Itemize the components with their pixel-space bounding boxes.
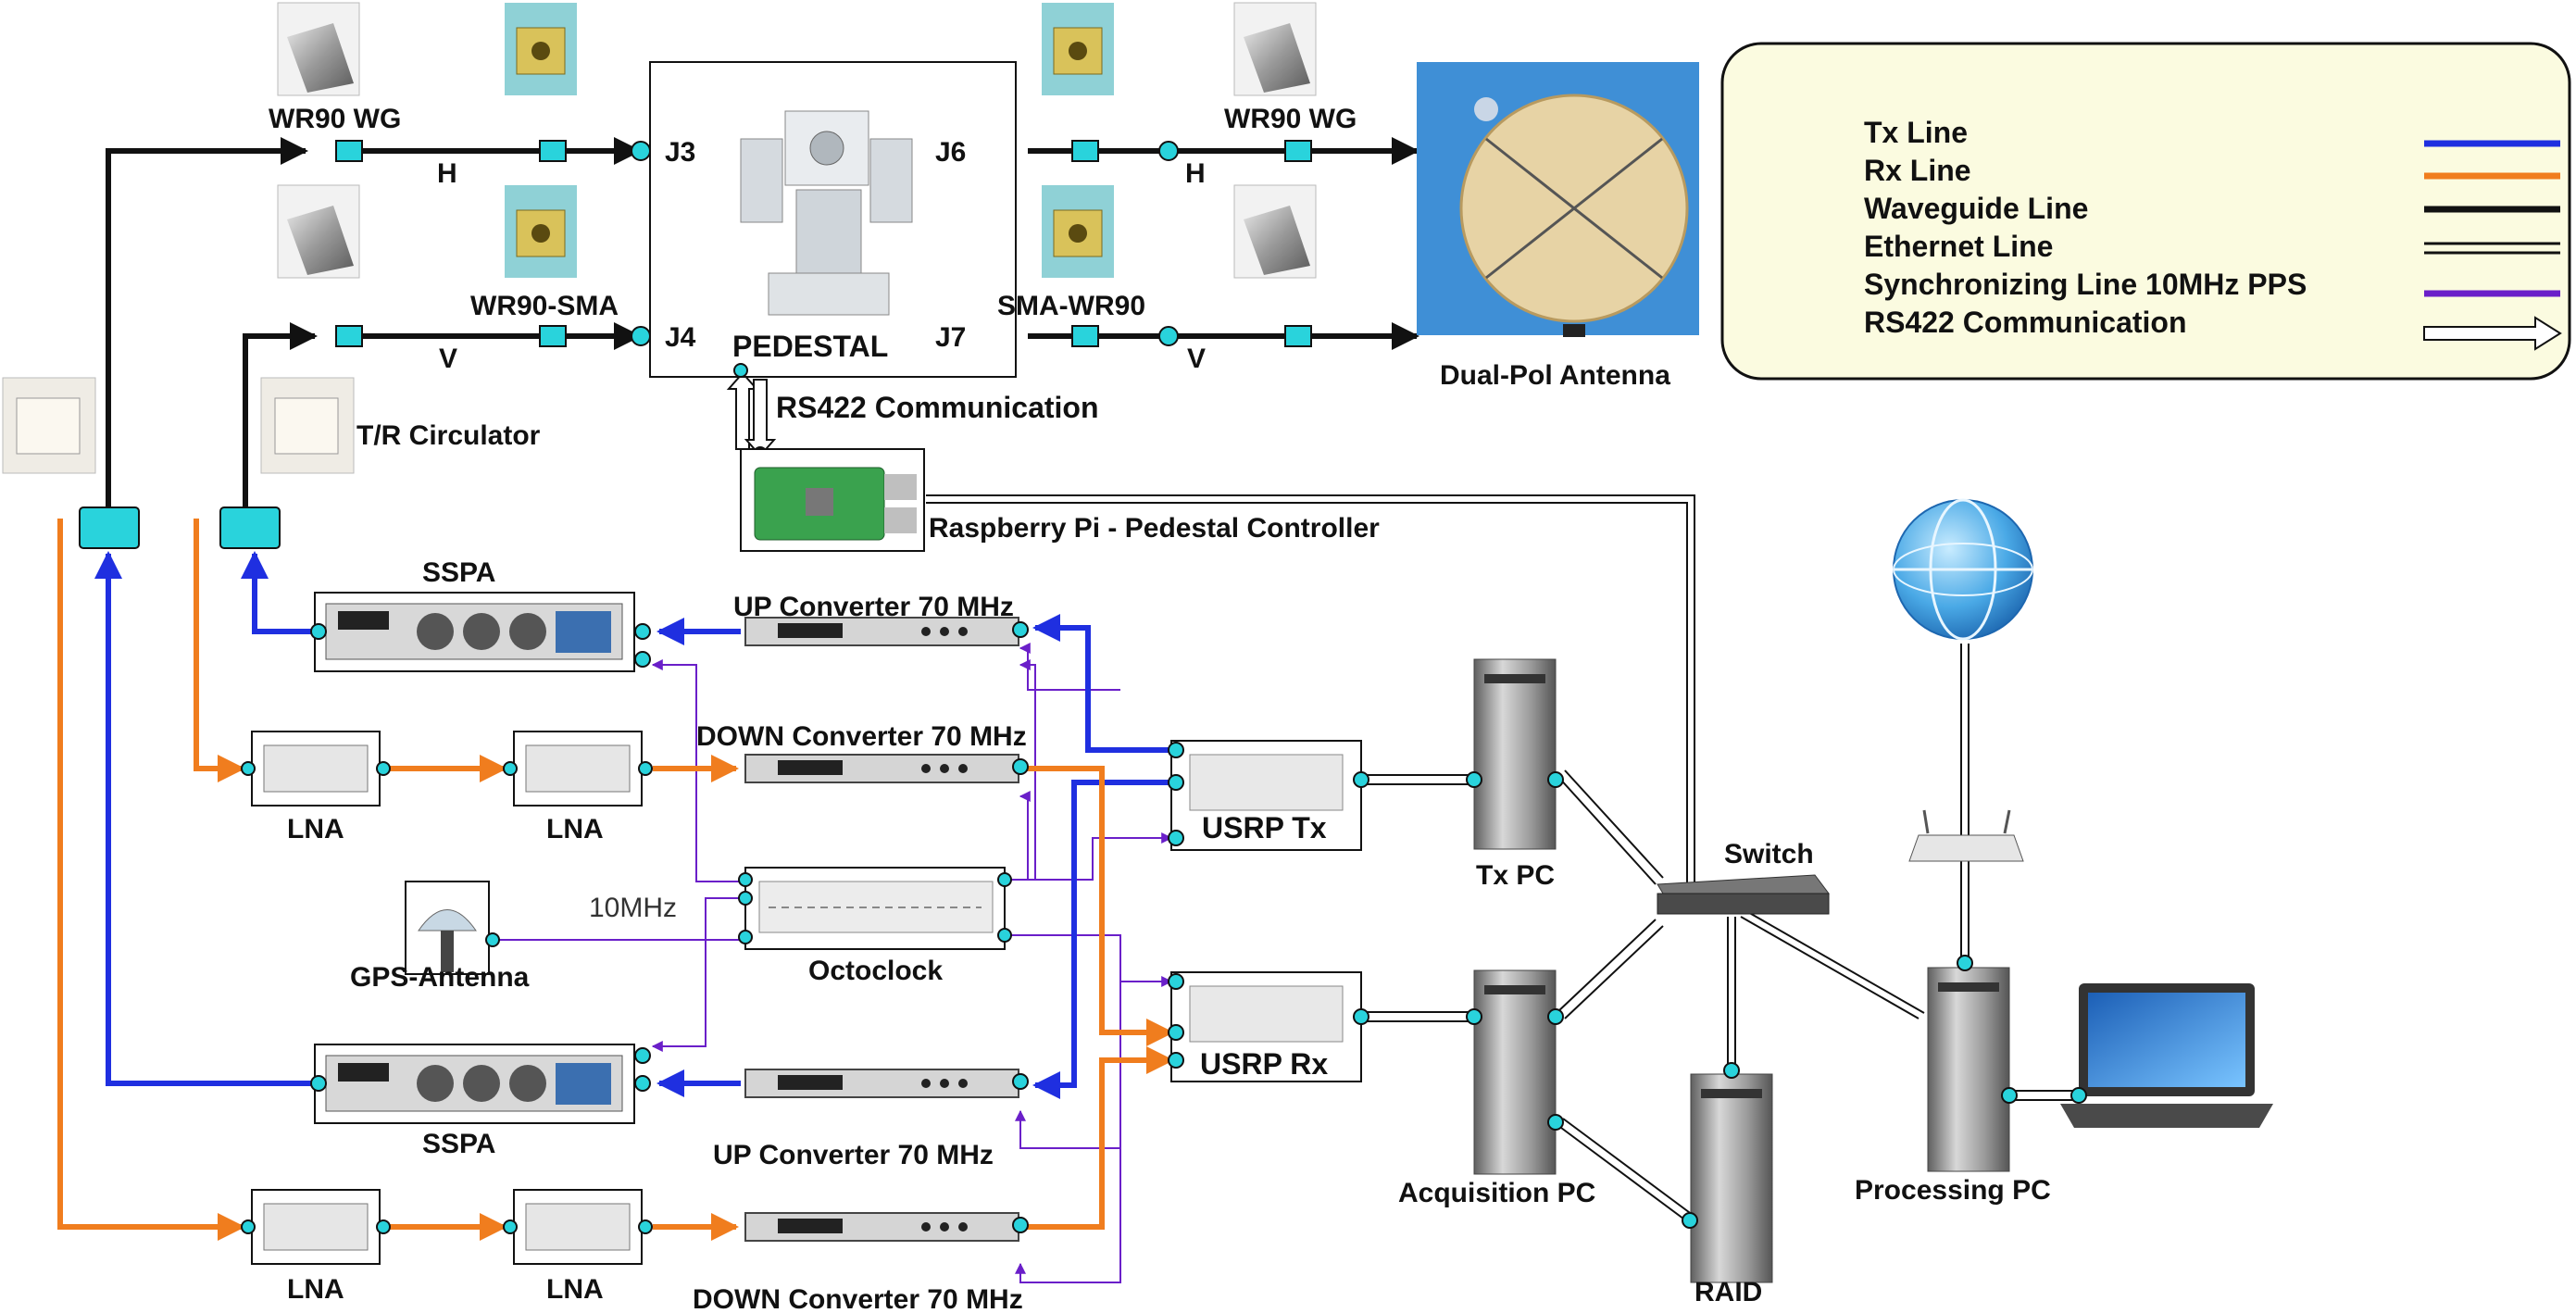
label-v-right: V	[1187, 344, 1206, 374]
label-rs422: RS422 Communication	[776, 391, 1099, 424]
network-switch	[1657, 874, 1830, 915]
label-raid: RAID	[1694, 1277, 1762, 1307]
label-switch: Switch	[1724, 839, 1814, 869]
sync-lines	[498, 643, 1173, 1283]
label-octoclock: Octoclock	[808, 956, 943, 986]
diagram-labels: WR90 WG WR90 WG WR90-SMA SMA-WR90 H H V …	[269, 104, 2051, 1313]
gps-antenna	[405, 881, 490, 975]
label-gps-antenna: GPS-Antenna	[350, 962, 530, 993]
legend-swatch-ethernet	[2424, 242, 2560, 255]
waveguide-couplers	[79, 140, 1312, 549]
octoclock	[744, 867, 1006, 950]
label-down-converter-bottom: DOWN Converter 70 MHz	[693, 1284, 1023, 1313]
label-sma-wr90: SMA-WR90	[997, 291, 1145, 321]
down-converter-top	[744, 754, 1019, 783]
label-lna-3: LNA	[287, 1274, 344, 1305]
ethernet-lines	[926, 494, 2079, 1228]
usrp-tx	[1170, 740, 1362, 851]
label-h-right: H	[1185, 158, 1206, 189]
label-j6: J6	[935, 137, 966, 168]
legend-label-sync: Synchronizing Line 10MHz PPS	[1864, 268, 2307, 301]
legend: Tx Line Rx Line Waveguide Line Ethernet …	[1720, 42, 2571, 381]
legend-label-tx: Tx Line	[1864, 116, 1968, 149]
rx-lines	[57, 519, 1174, 1241]
tr-circulator-photo	[2, 377, 355, 474]
pedestal	[649, 61, 1017, 378]
wr90-sma-adapter-photo	[505, 3, 1114, 278]
label-h-left: H	[437, 158, 457, 189]
label-j3: J3	[665, 137, 695, 168]
down-converter-bottom	[744, 1212, 1019, 1242]
label-lna-2: LNA	[546, 814, 604, 844]
label-up-converter-top: UP Converter 70 MHz	[733, 592, 1014, 622]
acquisition-pc	[1473, 969, 1557, 1175]
processing-pc	[1927, 967, 2010, 1172]
label-lna-1: LNA	[287, 814, 344, 844]
lna-units	[251, 731, 643, 1265]
label-sspa-top: SSPA	[422, 557, 495, 588]
label-pedestal: PEDESTAL	[732, 330, 888, 363]
label-processing-pc: Processing PC	[1855, 1175, 2051, 1206]
label-down-converter-top: DOWN Converter 70 MHz	[696, 721, 1027, 752]
label-10mhz: 10MHz	[589, 893, 677, 923]
legend-label-rx: Rx Line	[1864, 154, 1971, 187]
legend-label-ethernet: Ethernet Line	[1864, 230, 2053, 263]
label-sspa-bottom: SSPA	[422, 1129, 495, 1159]
router-icon	[1908, 809, 2024, 862]
label-wr90-wg-right: WR90 WG	[1224, 104, 1357, 134]
label-v-left: V	[439, 344, 457, 374]
up-converter-top	[744, 617, 1019, 646]
dual-pol-antenna	[1417, 62, 1699, 337]
legend-swatch-rs422	[2423, 316, 2562, 351]
legend-label-rs422: RS422 Communication	[1864, 306, 2187, 339]
rs422-arrows	[726, 371, 777, 457]
label-j7: J7	[935, 322, 966, 353]
label-j4: J4	[665, 322, 696, 353]
label-tx-pc: Tx PC	[1476, 860, 1555, 891]
legend-label-waveguide: Waveguide Line	[1864, 192, 2088, 225]
tx-pc	[1473, 658, 1557, 850]
tx-lines	[94, 551, 1171, 1099]
label-tr-circulator: T/R Circulator	[356, 420, 541, 451]
laptop-icon	[2060, 983, 2273, 1128]
label-usrp-tx: USRP Tx	[1202, 811, 1327, 844]
sspa-top	[314, 592, 635, 672]
label-wr90-sma: WR90-SMA	[470, 291, 619, 321]
usrp-rx	[1170, 971, 1362, 1082]
internet-globe-icon	[1893, 498, 2033, 641]
label-lna-4: LNA	[546, 1274, 604, 1305]
sspa-bottom	[314, 1044, 635, 1124]
label-raspberry-pi: Raspberry Pi - Pedestal Controller	[929, 513, 1380, 544]
label-up-converter-bottom: UP Converter 70 MHz	[713, 1140, 994, 1170]
label-dual-pol-antenna: Dual-Pol Antenna	[1440, 360, 1670, 391]
raid-server	[1690, 1073, 1773, 1283]
up-converter-bottom	[744, 1069, 1019, 1098]
raspberry-pi	[740, 448, 925, 552]
wr90-waveguide-photo	[277, 2, 1317, 279]
label-usrp-rx: USRP Rx	[1200, 1047, 1328, 1081]
label-acquisition-pc: Acquisition PC	[1398, 1178, 1595, 1208]
label-wr90-wg-left: WR90 WG	[269, 104, 401, 134]
port-connectors	[241, 621, 2087, 1234]
